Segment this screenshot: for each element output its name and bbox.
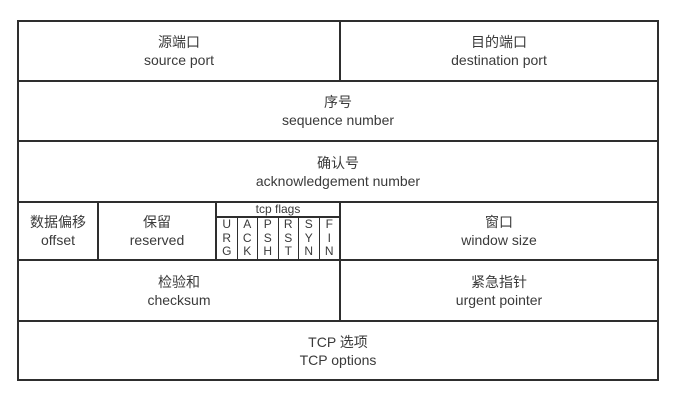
label-zh: 确认号 [317,154,359,171]
tcp-header-table: 源端口 source port 目的端口 destination port 序号… [17,20,659,381]
label-en: destination port [451,52,547,68]
flag-psh-letters: PSH [263,218,273,259]
flag-rst: RST [277,218,299,259]
label-en: offset [41,232,75,248]
flag-rst-letters: RST [283,218,293,259]
row-tcp-options: TCP 选项 TCP options [19,320,657,379]
flag-urg: URG [217,218,237,259]
field-source-port: 源端口 source port [19,22,339,80]
label-zh: 源端口 [158,34,200,50]
field-window-size: 窗口 window size [339,203,657,259]
label-zh: 保留 [143,214,171,230]
tcp-flags-columns: URG ACK PSH RST SYN FIN [217,218,339,259]
field-reserved: 保留 reserved [97,203,215,259]
label-en: source port [143,52,215,68]
flag-syn-letters: SYN [304,218,314,259]
flag-urg-letters: URG [222,218,232,259]
row-offset-flags-window: 数据偏移 offset 保留 reserved tcp flags URG AC… [19,201,657,259]
tcp-flags-block: tcp flags URG ACK PSH RST SYN [215,203,339,259]
field-urgent-pointer: 紧急指针 urgent pointer [339,261,657,320]
field-checksum: 检验和 checksum [19,261,339,320]
label-zh: 序号 [324,94,352,110]
field-destination-port: 目的端口 destination port [339,22,657,80]
label-en: TCP options [299,351,377,368]
field-offset: 数据偏移 offset [19,203,97,259]
label-en: urgent pointer [455,291,543,308]
flag-ack: ACK [236,218,258,259]
field-sequence-number: 序号 sequence number [19,82,657,140]
tcp-flags-header: tcp flags [217,203,339,218]
label-zh: 数据偏移 [30,214,86,230]
field-tcp-options: TCP 选项 TCP options [19,322,657,379]
label-zh: 紧急指针 [471,273,527,290]
flag-syn: SYN [298,218,319,259]
label-zh: 目的端口 [471,34,527,50]
row-acknowledgement-number: 确认号 acknowledgement number [19,140,657,201]
label-zh: TCP 选项 [308,333,368,350]
label-zh: 窗口 [485,214,513,230]
label-en: reserved [129,232,185,248]
row-ports: 源端口 source port 目的端口 destination port [19,22,657,80]
field-acknowledgement-number: 确认号 acknowledgement number [19,142,657,201]
label-en: checksum [147,291,211,308]
label-en: window size [461,232,537,248]
row-sequence-number: 序号 sequence number [19,80,657,140]
flag-ack-letters: ACK [242,218,252,259]
label-en: sequence number [281,112,395,128]
label-en: acknowledgement number [255,172,421,189]
flag-fin-letters: FIN [324,218,334,259]
flag-psh: PSH [257,218,278,259]
flag-fin: FIN [318,218,340,259]
row-checksum-urgent: 检验和 checksum 紧急指针 urgent pointer [19,259,657,320]
label-zh: 检验和 [158,273,200,290]
